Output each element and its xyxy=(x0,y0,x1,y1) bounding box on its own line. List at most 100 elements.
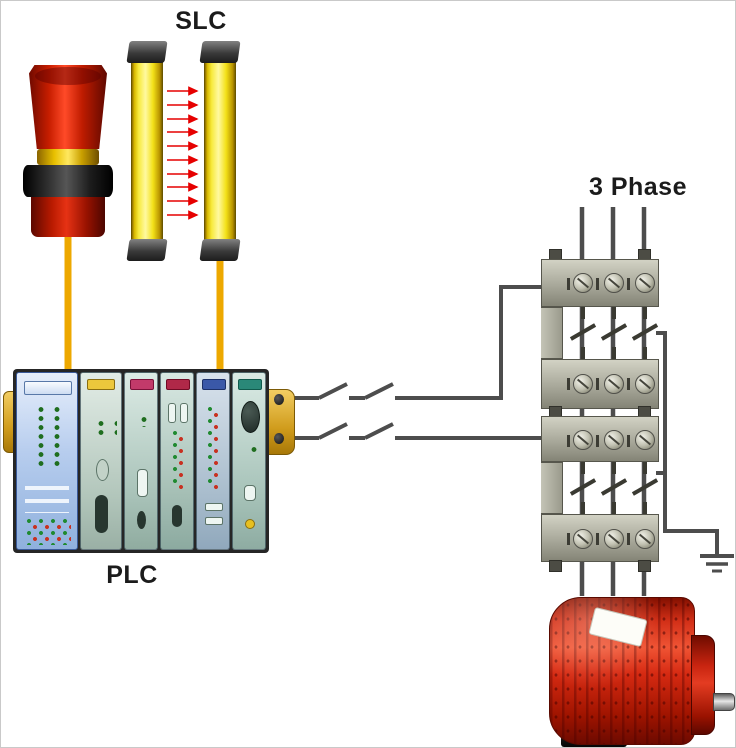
contact-stub xyxy=(612,347,616,359)
contact-blade xyxy=(631,478,659,496)
status-led-column xyxy=(208,407,220,491)
estop-mushroom-cap xyxy=(29,65,107,149)
curtain-endcap xyxy=(199,41,241,63)
module-slot xyxy=(137,511,146,529)
module-keying-tab xyxy=(87,379,115,390)
module-port xyxy=(241,401,260,433)
curtain-body xyxy=(131,59,163,243)
status-led-grid xyxy=(27,519,71,545)
terminal-mark xyxy=(596,278,599,290)
screw-terminal xyxy=(635,273,655,293)
curtain-endcap xyxy=(126,239,168,261)
plc-module-2 xyxy=(80,372,122,550)
curtain-endcap xyxy=(199,239,241,261)
plc-module-4 xyxy=(160,372,194,550)
motor-end-bell xyxy=(691,635,715,735)
terminal-block xyxy=(541,359,659,409)
contact-pole xyxy=(600,307,628,359)
module-slot xyxy=(172,505,182,527)
ground-wiring xyxy=(656,331,719,555)
contact-stub xyxy=(643,462,647,474)
output-terminal xyxy=(274,433,284,444)
module-slot xyxy=(205,517,223,525)
three-phase-label: 3 Phase xyxy=(588,173,687,201)
light-beams xyxy=(167,86,199,220)
status-led-grid xyxy=(29,403,69,469)
terminal-mark xyxy=(596,435,599,447)
terminal-mark xyxy=(567,278,570,290)
plc-rack xyxy=(13,369,269,553)
module-keying-tab xyxy=(130,379,154,390)
module-slot xyxy=(180,403,188,423)
estop-base xyxy=(31,197,105,237)
contact-blade xyxy=(569,478,597,496)
contact-assembly xyxy=(541,462,659,514)
module-slot xyxy=(244,485,256,501)
terminal-mark xyxy=(627,378,630,390)
terminal-mark xyxy=(567,533,570,545)
curtain-endcap xyxy=(126,41,168,63)
contactor-armature xyxy=(541,307,563,359)
mounting-tab xyxy=(549,560,562,572)
contact-stub xyxy=(581,307,585,319)
module-slot xyxy=(205,503,223,511)
plc-module-3 xyxy=(124,372,158,550)
contact-stub xyxy=(612,307,616,319)
module-slot xyxy=(137,469,148,497)
contact-stub xyxy=(643,307,647,319)
status-led-grid xyxy=(242,443,260,455)
contact-stub xyxy=(581,347,585,359)
output-terminal xyxy=(274,394,284,405)
terminal-mark xyxy=(627,533,630,545)
contact-blade xyxy=(569,323,597,341)
screw-terminal xyxy=(635,374,655,394)
screw-terminal xyxy=(604,529,624,549)
module-slot xyxy=(96,459,109,481)
module-slot xyxy=(24,381,72,395)
contact-stub xyxy=(643,347,647,359)
module-keying-tab xyxy=(202,379,226,390)
control-wires xyxy=(285,285,541,440)
status-led-grid xyxy=(89,417,117,435)
module-keying-tab xyxy=(166,379,190,390)
terminal-mark xyxy=(627,435,630,447)
terminal-block xyxy=(541,416,659,462)
screw-terminal xyxy=(573,374,593,394)
control-wire-1 xyxy=(285,285,541,400)
module-vents xyxy=(25,477,69,513)
screw-terminal xyxy=(604,273,624,293)
light-curtain-receiver xyxy=(199,41,241,261)
plc-module-6 xyxy=(232,372,266,550)
module-slot xyxy=(95,495,108,533)
terminal-block xyxy=(541,259,659,307)
terminal-block xyxy=(541,514,659,562)
motor-shaft xyxy=(713,693,735,711)
terminal-mark xyxy=(596,533,599,545)
contact-pole xyxy=(631,462,659,514)
curtain-body xyxy=(204,59,236,243)
screw-terminal xyxy=(604,430,624,450)
contactor-armature xyxy=(541,462,563,514)
contact-pole xyxy=(569,462,597,514)
mounting-tab xyxy=(638,560,651,572)
emergency-stop-button xyxy=(23,65,113,237)
terminal-mark xyxy=(596,378,599,390)
terminal-mark xyxy=(567,435,570,447)
contact-blade xyxy=(631,323,659,341)
contact-pole xyxy=(631,307,659,359)
contact-stub xyxy=(581,502,585,514)
control-wire-2 xyxy=(285,422,541,440)
screw-terminal xyxy=(573,529,593,549)
contact-stub xyxy=(581,462,585,474)
ground-symbol xyxy=(700,554,734,573)
estop-collar-ring xyxy=(37,149,99,165)
contact-pole xyxy=(569,307,597,359)
screw-terminal xyxy=(573,430,593,450)
screw-terminal xyxy=(604,374,624,394)
contact-stub xyxy=(643,502,647,514)
status-led-grid xyxy=(132,413,154,427)
contactor-upper xyxy=(541,249,659,419)
contact-pole xyxy=(600,462,628,514)
contact-stub xyxy=(612,462,616,474)
